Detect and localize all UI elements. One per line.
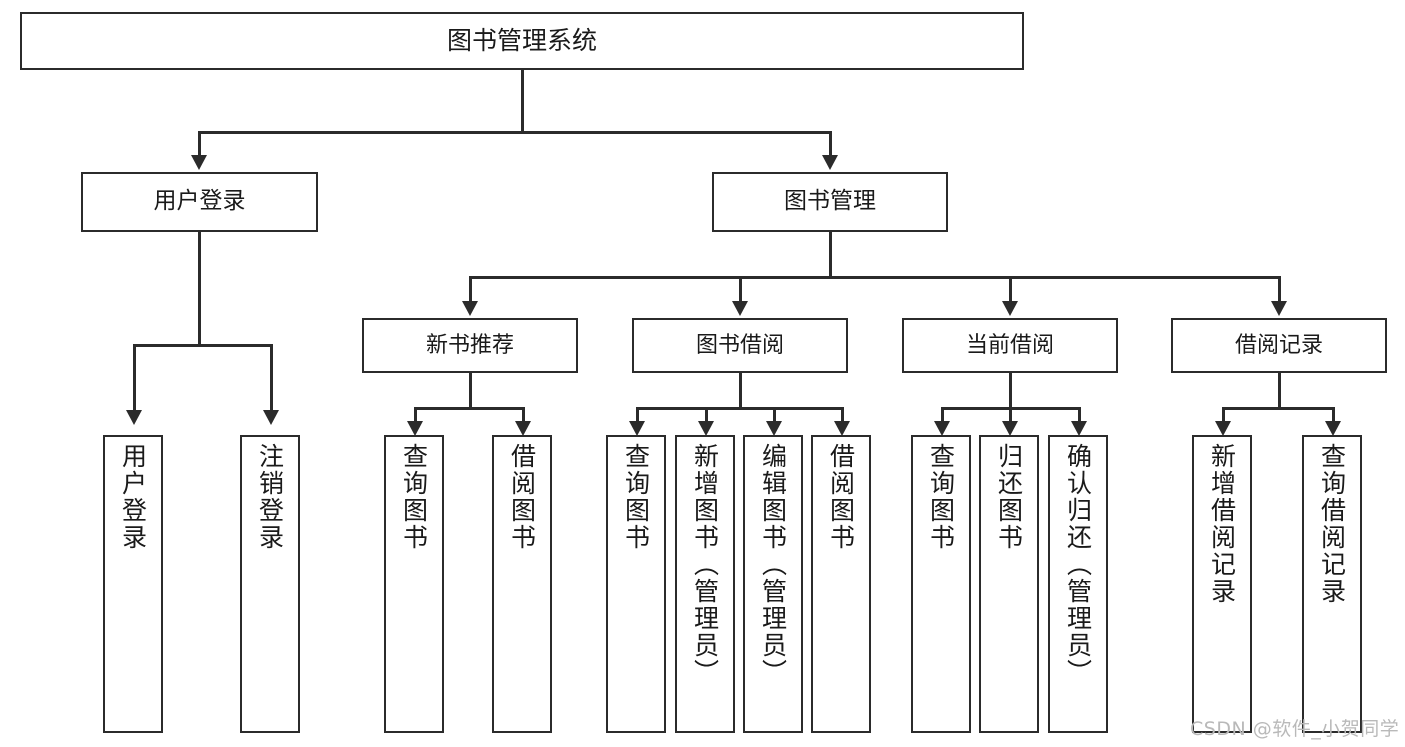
leaf-add-borrow-record[interactable]: 新增借阅记录: [1192, 435, 1252, 733]
arrowhead-cb-leaf-3: [1071, 421, 1087, 436]
node-label: 确认归还（管理员）: [1063, 443, 1093, 686]
connector-bb-bar: [636, 407, 843, 410]
connector-bb-to-leaf-3: [773, 407, 776, 425]
leaf-query-borrow-record[interactable]: 查询借阅记录: [1302, 435, 1362, 733]
node-label: 图书借阅: [695, 332, 784, 358]
arrowhead-book-borrow: [732, 301, 748, 316]
arrowhead-new-book-recommend: [462, 301, 478, 316]
connector-root-to-book-management: [829, 131, 832, 157]
connector-cb-to-leaf-3: [1078, 407, 1081, 425]
node-label: 图书管理: [784, 188, 876, 215]
node-label: 用户登录: [118, 443, 148, 551]
connector-root-bar: [198, 131, 832, 134]
leaf-add-book-admin[interactable]: 新增图书（管理员）: [675, 435, 735, 733]
node-label: 图书管理系统: [446, 26, 597, 56]
node-label: 注销登录: [255, 443, 285, 551]
leaf-query-book-cb[interactable]: 查询图书: [911, 435, 971, 733]
leaf-logout[interactable]: 注销登录: [240, 435, 300, 733]
arrowhead-leaf-logout: [263, 410, 279, 425]
leaf-user-login[interactable]: 用户登录: [103, 435, 163, 733]
node-label: 查询借阅记录: [1317, 443, 1347, 605]
node-label: 借阅图书: [826, 443, 856, 551]
connector-nbr-to-leaf-1: [414, 407, 417, 425]
connector-br-to-leaf-1: [1222, 407, 1225, 425]
node-label: 查询图书: [399, 443, 429, 551]
arrowhead-bb-leaf-1: [629, 421, 645, 436]
connector-bm-to-borrow-record: [1278, 276, 1281, 303]
connector-bm-to-current-borrow: [1009, 276, 1012, 303]
connector-user-login-bar: [133, 344, 272, 347]
arrowhead-leaf-user-login: [126, 410, 142, 425]
arrowhead-borrow-record: [1271, 301, 1287, 316]
node-label: 新增借阅记录: [1207, 443, 1237, 605]
connector-book-management-bar: [469, 276, 1281, 279]
arrowhead-nbr-leaf-2: [515, 421, 531, 436]
connector-user-login-stem: [198, 232, 201, 345]
node-label: 查询图书: [926, 443, 956, 551]
arrowhead-bb-leaf-3: [766, 421, 782, 436]
arrowhead-br-leaf-2: [1325, 421, 1341, 436]
csdn-watermark: CSDN @软件_小贺同学: [1190, 718, 1400, 740]
node-label: 新书推荐: [425, 332, 514, 358]
connector-bb-to-leaf-1: [636, 407, 639, 425]
connector-nbr-to-leaf-2: [522, 407, 525, 425]
connector-user-login-to-leaf-2: [270, 344, 273, 412]
node-label: 新增图书（管理员）: [690, 443, 720, 686]
leaf-edit-book-admin[interactable]: 编辑图书（管理员）: [743, 435, 803, 733]
connector-bb-to-leaf-2: [705, 407, 708, 425]
arrowhead-current-borrow: [1002, 301, 1018, 316]
node-label: 归还图书: [994, 443, 1024, 551]
connector-bm-to-book-borrow: [739, 276, 742, 303]
connector-book-management-stem: [829, 232, 832, 277]
arrowhead-cb-leaf-1: [934, 421, 950, 436]
node-book-management[interactable]: 图书管理: [712, 172, 948, 232]
node-label: 编辑图书（管理员）: [758, 443, 788, 686]
arrowhead-bb-leaf-4: [834, 421, 850, 436]
connector-nbr-stem: [469, 373, 472, 408]
connector-root-stem: [521, 70, 524, 132]
node-label: 用户登录: [153, 188, 246, 215]
connector-br-stem: [1278, 373, 1281, 408]
node-current-borrow[interactable]: 当前借阅: [902, 318, 1118, 373]
leaf-confirm-return-admin[interactable]: 确认归还（管理员）: [1048, 435, 1108, 733]
node-label: 查询图书: [621, 443, 651, 551]
node-label: 借阅记录: [1234, 332, 1323, 358]
node-user-login[interactable]: 用户登录: [81, 172, 318, 232]
leaf-borrow-book-bb[interactable]: 借阅图书: [811, 435, 871, 733]
leaf-return-book[interactable]: 归还图书: [979, 435, 1039, 733]
arrowhead-bb-leaf-2: [698, 421, 714, 436]
connector-user-login-to-leaf-1: [133, 344, 136, 412]
connector-br-to-leaf-2: [1332, 407, 1335, 425]
arrowhead-user-login: [191, 155, 207, 170]
connector-root-to-user-login: [198, 131, 201, 157]
leaf-query-book-nbr[interactable]: 查询图书: [384, 435, 444, 733]
connector-cb-stem: [1009, 373, 1012, 408]
connector-cb-to-leaf-1: [941, 407, 944, 425]
connector-br-bar: [1222, 407, 1335, 410]
connector-bb-stem: [739, 373, 742, 408]
arrowhead-book-management: [822, 155, 838, 170]
connector-bb-to-leaf-4: [841, 407, 844, 425]
leaf-borrow-book-nbr[interactable]: 借阅图书: [492, 435, 552, 733]
connector-bm-to-new-book: [469, 276, 472, 303]
arrowhead-nbr-leaf-1: [407, 421, 423, 436]
arrowhead-cb-leaf-2: [1002, 421, 1018, 436]
node-root-book-management-system[interactable]: 图书管理系统: [20, 12, 1024, 70]
connector-cb-to-leaf-2: [1009, 407, 1012, 425]
arrowhead-br-leaf-1: [1215, 421, 1231, 436]
node-book-borrow[interactable]: 图书借阅: [632, 318, 848, 373]
node-label: 借阅图书: [507, 443, 537, 551]
node-borrow-record[interactable]: 借阅记录: [1171, 318, 1387, 373]
node-new-book-recommend[interactable]: 新书推荐: [362, 318, 578, 373]
leaf-query-book-bb[interactable]: 查询图书: [606, 435, 666, 733]
connector-nbr-bar: [414, 407, 525, 410]
node-label: 当前借阅: [965, 332, 1054, 358]
